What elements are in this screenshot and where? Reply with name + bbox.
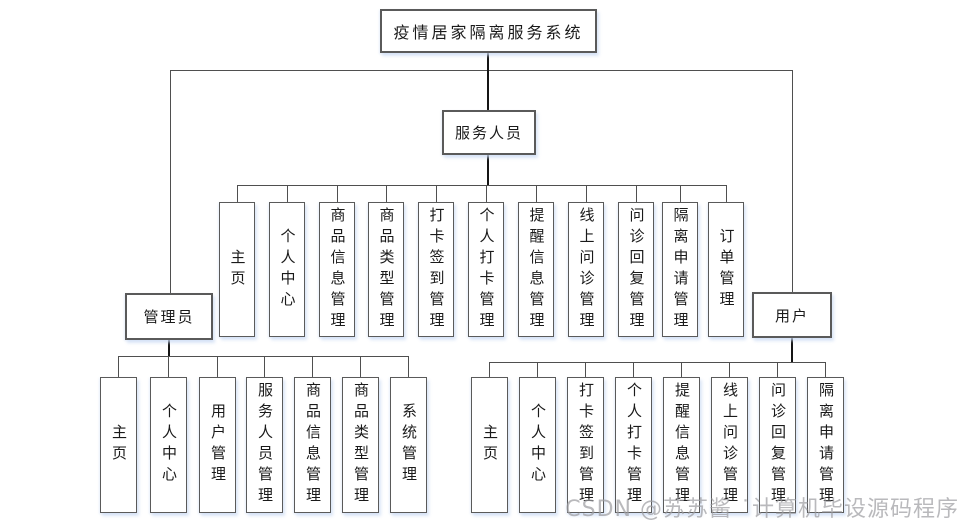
node-leaf: 打卡签到管理 (567, 377, 604, 513)
node-leaf: 提醒信息管理 (663, 377, 700, 513)
connector-line (636, 185, 637, 202)
connector-line (681, 362, 682, 377)
connector-line (489, 362, 825, 363)
node-leaf-label: 订单管理 (717, 227, 736, 312)
node-leaf: 个人打卡管理 (615, 377, 652, 513)
node-leaf: 商品信息管理 (294, 377, 331, 513)
csdn-watermark: CSDN @苏苏酱 ˙计算机毕设源码程序 (565, 497, 959, 522)
node-root-label: 疫情居家隔离服务系统 (393, 23, 584, 42)
connector-line (436, 185, 437, 202)
node-leaf: 问诊回复管理 (618, 202, 654, 337)
node-leaf: 商品类型管理 (368, 202, 404, 337)
connector-line (237, 185, 238, 202)
node-leaf: 提醒信息管理 (518, 202, 554, 337)
node-leaf: 服务人员管理 (246, 377, 283, 513)
connector-line (170, 70, 171, 293)
connector-line (487, 53, 489, 70)
connector-line (586, 185, 587, 202)
node-leaf-label: 主页 (228, 248, 247, 291)
node-leaf: 个人中心 (150, 377, 187, 513)
connector-line (264, 356, 265, 377)
node-leaf-label: 隔离申请管理 (817, 382, 835, 508)
node-leaf-label: 服务人员管理 (256, 382, 274, 508)
node-root: 疫情居家隔离服务系统 (380, 9, 597, 53)
node-branch-admin-label: 管理员 (143, 308, 195, 326)
node-leaf-label: 问诊回复管理 (627, 206, 646, 333)
node-leaf: 打卡签到管理 (418, 202, 454, 337)
node-leaf: 主页 (471, 377, 508, 513)
node-leaf-label: 商品类型管理 (377, 206, 396, 333)
node-leaf-label: 打卡签到管理 (577, 382, 595, 508)
connector-line (489, 362, 490, 377)
node-leaf: 主页 (219, 202, 255, 337)
node-branch-user: 用户 (752, 292, 832, 338)
node-leaf-label: 系统管理 (400, 403, 418, 487)
node-leaf: 商品类型管理 (342, 377, 379, 513)
node-leaf-label: 隔离申请管理 (671, 206, 690, 333)
connector-line (237, 185, 726, 186)
node-leaf: 线上问诊管理 (568, 202, 604, 337)
connector-line (633, 362, 634, 377)
node-leaf-label: 提醒信息管理 (527, 206, 546, 333)
node-leaf: 订单管理 (708, 202, 744, 337)
node-leaf-label: 商品信息管理 (304, 382, 322, 508)
node-leaf-label: 主页 (481, 424, 499, 466)
node-leaf: 个人中心 (269, 202, 305, 337)
node-leaf-label: 线上问诊管理 (577, 206, 596, 333)
node-leaf-label: 个人中心 (529, 403, 547, 487)
node-leaf-label: 问诊回复管理 (769, 382, 787, 508)
connector-line (791, 338, 793, 363)
node-leaf-label: 个人中心 (160, 403, 178, 487)
node-leaf: 隔离申请管理 (807, 377, 844, 513)
node-leaf-label: 个人打卡管理 (625, 382, 643, 508)
node-leaf-label: 用户管理 (209, 403, 227, 487)
connector-line (170, 70, 793, 71)
connector-line (287, 185, 288, 202)
connector-line (360, 356, 361, 377)
connector-line (337, 185, 338, 202)
connector-line (792, 70, 793, 292)
connector-line (726, 185, 727, 202)
connector-line (487, 155, 489, 185)
node-leaf-label: 个人中心 (278, 227, 297, 312)
connector-line (168, 356, 169, 377)
connector-line (537, 362, 538, 377)
node-leaf: 线上问诊管理 (711, 377, 748, 513)
connector-line (386, 185, 387, 202)
connector-line (825, 362, 826, 377)
connector-line (487, 70, 489, 110)
node-leaf-label: 商品类型管理 (352, 382, 370, 508)
connector-line (729, 362, 730, 377)
node-branch-user-label: 用户 (774, 306, 809, 325)
node-branch-staff: 服务人员 (442, 110, 536, 155)
connector-line (585, 362, 586, 377)
connector-line (486, 185, 487, 202)
connector-line (118, 356, 119, 377)
node-leaf: 商品信息管理 (319, 202, 355, 337)
node-leaf-label: 打卡签到管理 (427, 206, 446, 333)
node-leaf-label: 主页 (110, 424, 128, 466)
node-leaf-label: 商品信息管理 (328, 206, 347, 333)
connector-line (536, 185, 537, 202)
connector-line (680, 185, 681, 202)
node-leaf: 个人打卡管理 (468, 202, 504, 337)
connector-line (168, 340, 170, 356)
node-branch-admin: 管理员 (125, 293, 213, 340)
node-leaf-label: 线上问诊管理 (721, 382, 739, 508)
connector-line (777, 362, 778, 377)
node-leaf-label: 提醒信息管理 (673, 382, 691, 508)
node-leaf: 个人中心 (519, 377, 556, 513)
node-leaf: 用户管理 (199, 377, 236, 513)
connector-line (312, 356, 313, 377)
node-leaf: 隔离申请管理 (662, 202, 698, 337)
node-leaf: 问诊回复管理 (759, 377, 796, 513)
node-leaf: 系统管理 (390, 377, 427, 513)
node-leaf: 主页 (100, 377, 137, 513)
node-leaf-label: 个人打卡管理 (477, 206, 496, 333)
node-branch-staff-label: 服务人员 (454, 124, 523, 142)
connector-line (408, 356, 409, 377)
connector-line (217, 356, 218, 377)
connector-line (118, 356, 408, 357)
